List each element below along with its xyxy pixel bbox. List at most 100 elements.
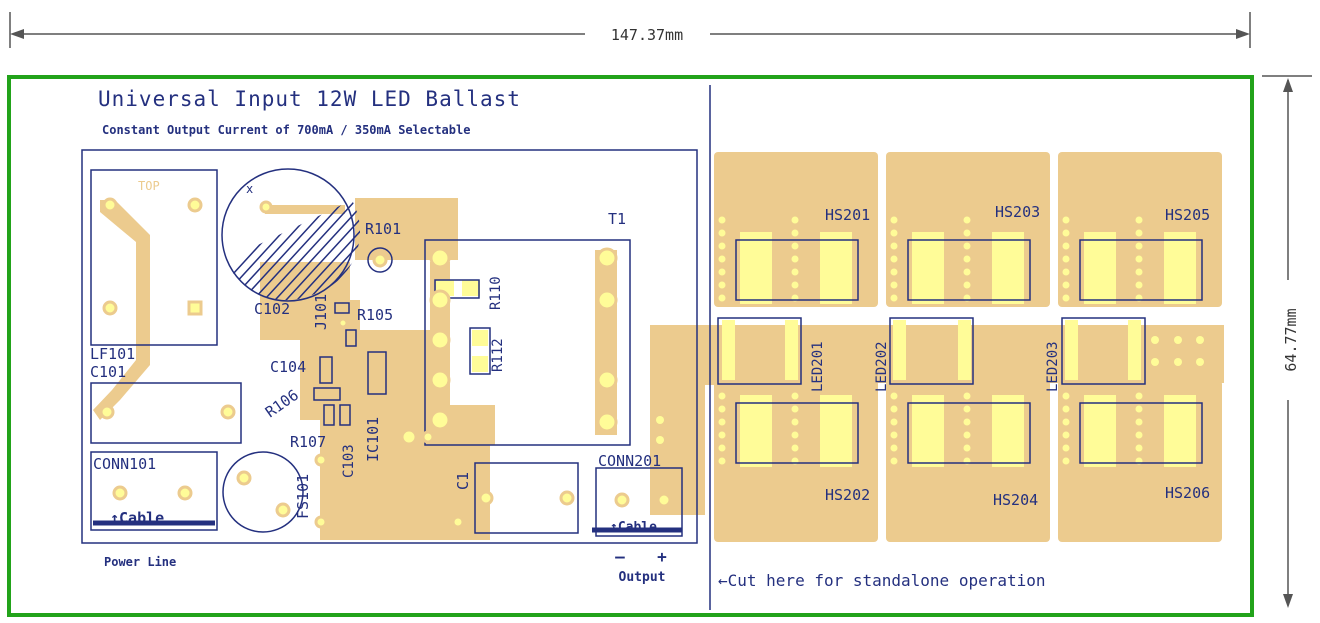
via (1135, 405, 1143, 413)
via (791, 405, 799, 413)
via (1196, 336, 1204, 344)
via (1151, 358, 1159, 366)
hatch-line (298, 200, 361, 301)
board-outline (7, 75, 1254, 617)
via (791, 268, 799, 276)
conn101-cable-label: ↑Cable (110, 509, 164, 527)
via (1062, 281, 1070, 289)
via (963, 418, 971, 426)
via (1135, 216, 1143, 224)
via (890, 392, 898, 400)
via (963, 392, 971, 400)
via (890, 281, 898, 289)
via (718, 392, 726, 400)
via (890, 255, 898, 263)
via (718, 255, 726, 263)
power-line-label: Power Line (104, 555, 176, 569)
label-hs206: HS206 (1165, 484, 1210, 502)
label-c1: C1 (454, 472, 472, 490)
via (1174, 358, 1182, 366)
via (1135, 418, 1143, 426)
label-hs205: HS205 (1165, 206, 1210, 224)
hatch-line (287, 200, 361, 301)
pad-layer (436, 232, 1196, 467)
label-r105: R105 (357, 306, 393, 324)
label-ic101: IC101 (364, 417, 382, 462)
label-hs201: HS201 (825, 206, 870, 224)
via (791, 418, 799, 426)
via (1135, 444, 1143, 452)
via (1135, 255, 1143, 263)
via (718, 405, 726, 413)
via (1174, 336, 1182, 344)
label-r110: R110 (488, 276, 504, 310)
via (718, 444, 726, 452)
output-plus-label: + (657, 547, 667, 566)
via (1135, 229, 1143, 237)
via (1062, 229, 1070, 237)
c102-polarity-mark: x (246, 182, 253, 196)
via (1062, 457, 1070, 465)
via (963, 255, 971, 263)
label-c101: C101 (90, 363, 126, 381)
dimension-height (1262, 75, 1312, 608)
via (1062, 294, 1070, 302)
via (890, 268, 898, 276)
via (1135, 431, 1143, 439)
via (890, 242, 898, 250)
via (1062, 444, 1070, 452)
via (718, 457, 726, 465)
label-fs101: FS101 (294, 474, 312, 519)
label-lf101: LF101 (90, 345, 135, 363)
via-dots (656, 216, 1204, 465)
via (718, 418, 726, 426)
label-r106: R106 (262, 386, 302, 421)
label-t1: T1 (608, 210, 626, 228)
label-c103: C103 (341, 444, 357, 478)
via (1062, 392, 1070, 400)
via (791, 229, 799, 237)
via (963, 216, 971, 224)
via (963, 405, 971, 413)
via (890, 418, 898, 426)
via (656, 436, 664, 444)
via (791, 281, 799, 289)
via (963, 431, 971, 439)
via (1062, 216, 1070, 224)
via (890, 216, 898, 224)
via (718, 242, 726, 250)
board-subtitle: Constant Output Current of 700mA / 350mA… (102, 123, 470, 137)
output-minus-label: – (615, 547, 625, 566)
via (1135, 281, 1143, 289)
via (718, 294, 726, 302)
via (1062, 431, 1070, 439)
via (1196, 358, 1204, 366)
round-pads (99, 197, 672, 529)
via (718, 281, 726, 289)
via (963, 268, 971, 276)
via (791, 255, 799, 263)
via (791, 392, 799, 400)
label-c102: C102 (254, 300, 290, 318)
silkscreen-labels: Universal Input 12W LED Ballast Constant… (90, 87, 1210, 590)
via (890, 405, 898, 413)
label-r112: R112 (490, 338, 506, 372)
via (1062, 255, 1070, 263)
via (1062, 418, 1070, 426)
label-hs203: HS203 (995, 203, 1040, 221)
via (963, 242, 971, 250)
dimension-width (9, 12, 1251, 48)
via (791, 242, 799, 250)
label-hs204: HS204 (993, 491, 1038, 509)
label-hs202: HS202 (825, 486, 870, 504)
hatch-line (254, 200, 361, 301)
via (1151, 336, 1159, 344)
cut-note: ←Cut here for standalone operation (718, 571, 1046, 590)
via (1135, 392, 1143, 400)
via (1062, 405, 1070, 413)
via (718, 216, 726, 224)
conn201-cable-label: ↑Cable (610, 520, 657, 535)
via (791, 216, 799, 224)
